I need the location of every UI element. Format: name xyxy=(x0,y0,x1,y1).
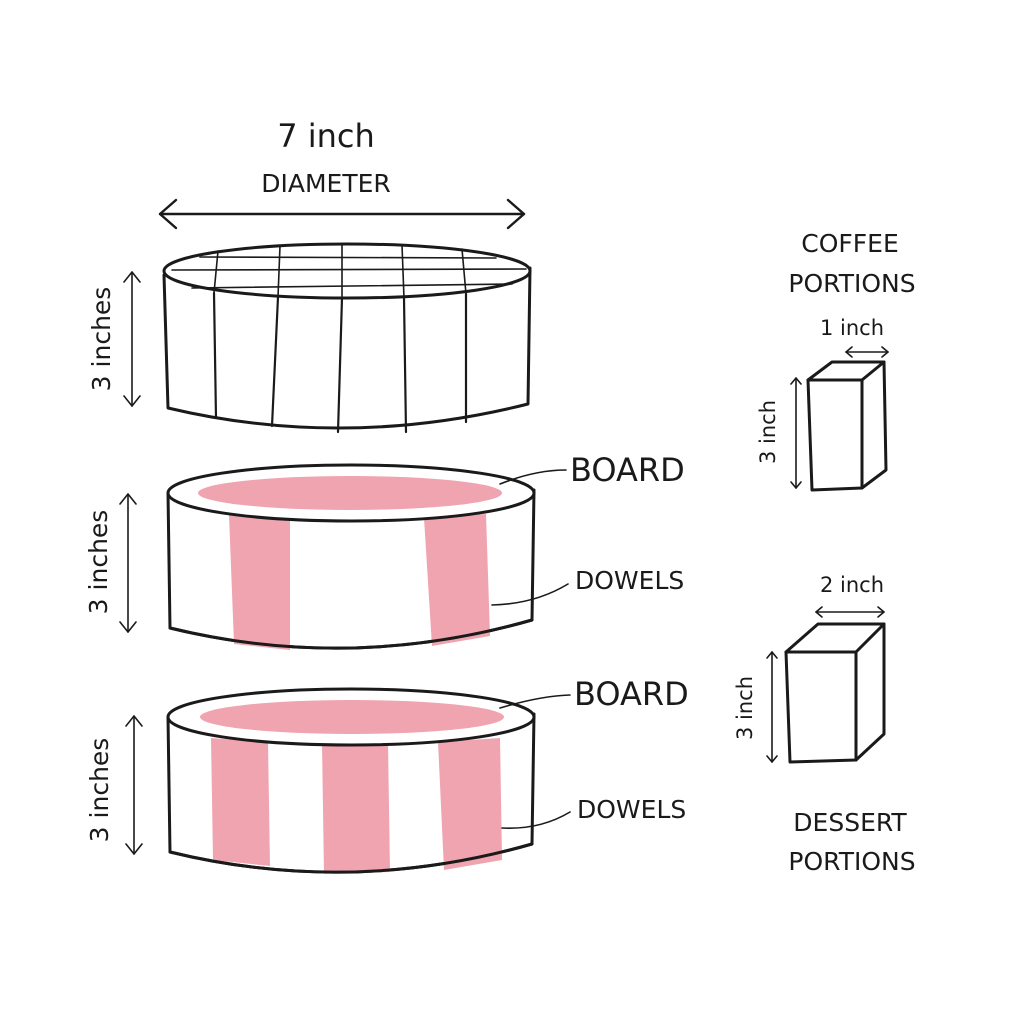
tier-top-height-label: 3 inches xyxy=(87,287,116,392)
tier-bottom-dowel xyxy=(211,738,270,866)
tier-middle-dowel xyxy=(424,514,490,646)
tier-bottom-board xyxy=(200,700,504,734)
coffee-width-arrow xyxy=(845,346,889,358)
tier-middle-dowel xyxy=(229,515,290,650)
dessert-title-line1: DESSERT xyxy=(793,808,907,837)
coffee-portion-block xyxy=(806,360,888,492)
tier-middle-height-label: 3 inches xyxy=(84,510,113,615)
tier-bottom-dowel xyxy=(322,744,390,874)
coffee-title-line2: PORTIONS xyxy=(788,269,915,298)
tier-bottom-dowels-leader xyxy=(501,811,571,829)
dessert-portion-block xyxy=(784,622,886,764)
diameter-arrow xyxy=(158,198,526,230)
coffee-title-line1: COFFEE xyxy=(801,229,899,258)
tier-middle-dowels-label: DOWELS xyxy=(575,566,684,595)
tier-middle-dowels-leader xyxy=(491,583,569,606)
tier-middle-board-label: BOARD xyxy=(570,451,685,489)
tier-top xyxy=(162,242,532,434)
tier-bottom-height-label: 3 inches xyxy=(85,738,114,843)
tier-middle-height-arrow xyxy=(119,493,137,633)
dessert-width-arrow xyxy=(815,606,885,618)
dessert-height-arrow xyxy=(766,651,778,763)
tier-middle xyxy=(166,463,536,650)
coffee-width-label: 1 inch xyxy=(820,316,884,340)
top-portion-grid xyxy=(171,243,527,299)
tier-middle-board-leader xyxy=(499,469,567,485)
tier-top-height-arrow xyxy=(123,271,141,407)
coffee-height-arrow xyxy=(790,377,802,489)
tier-bottom xyxy=(166,687,536,874)
top-slice-lines xyxy=(212,291,468,434)
tier-bottom-board-leader xyxy=(499,694,571,709)
tier-middle-board xyxy=(198,476,502,510)
dessert-height-label: 3 inch xyxy=(733,676,757,740)
dessert-width-label: 2 inch xyxy=(820,573,884,597)
diameter-value: 7 inch xyxy=(277,117,375,155)
diameter-label: DIAMETER xyxy=(261,169,391,198)
tier-bottom-dowel xyxy=(438,738,502,870)
coffee-height-label: 3 inch xyxy=(756,400,780,464)
tier-bottom-board-label: BOARD xyxy=(574,675,689,713)
tier-bottom-dowels-label: DOWELS xyxy=(577,795,686,824)
dessert-title-line2: PORTIONS xyxy=(788,847,915,876)
tier-bottom-height-arrow xyxy=(125,715,143,855)
